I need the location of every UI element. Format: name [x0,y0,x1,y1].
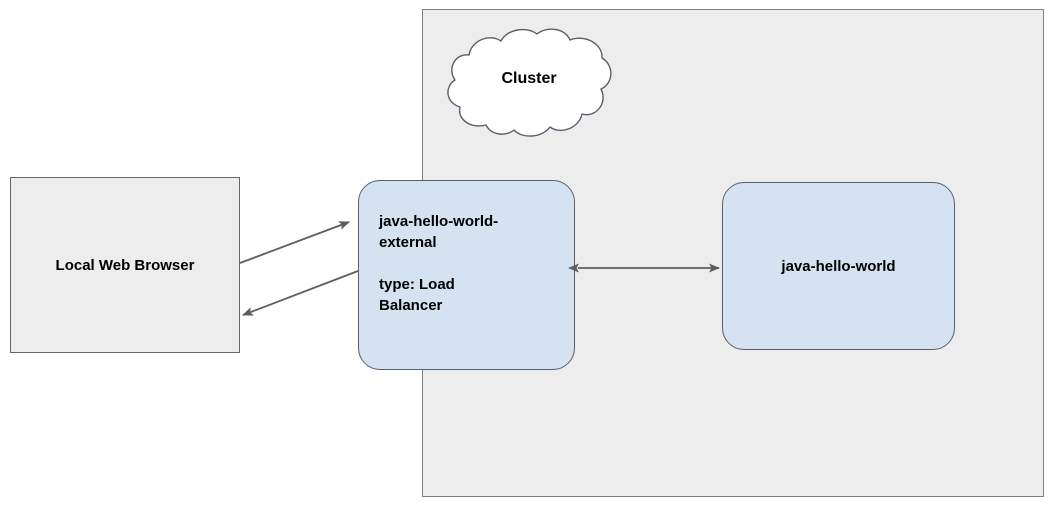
node-local-web-browser-label: Local Web Browser [55,256,195,274]
node-java-hello-world-external[interactable]: java-hello-world- external type: Load Ba… [358,180,575,370]
node-java-hello-world-external-label: java-hello-world- external type: Load Ba… [379,211,559,316]
lb-line-3: type: Load [379,276,455,293]
edge-loadbalancer-to-browser[interactable] [242,270,359,316]
lb-line-2: external [379,234,437,251]
cluster-cloud-label: Cluster [501,70,557,87]
cluster-cloud-shape[interactable] [443,25,615,140]
lb-line-4: Balancer [379,297,443,314]
node-java-hello-world-label: java-hello-world [781,257,896,275]
edge-browser-to-loadbalancer[interactable] [239,221,350,264]
lb-line-gap [379,253,559,274]
node-local-web-browser[interactable]: Local Web Browser [10,177,240,353]
lb-line-1: java-hello-world- [379,213,499,230]
node-java-hello-world[interactable]: java-hello-world [722,182,955,350]
